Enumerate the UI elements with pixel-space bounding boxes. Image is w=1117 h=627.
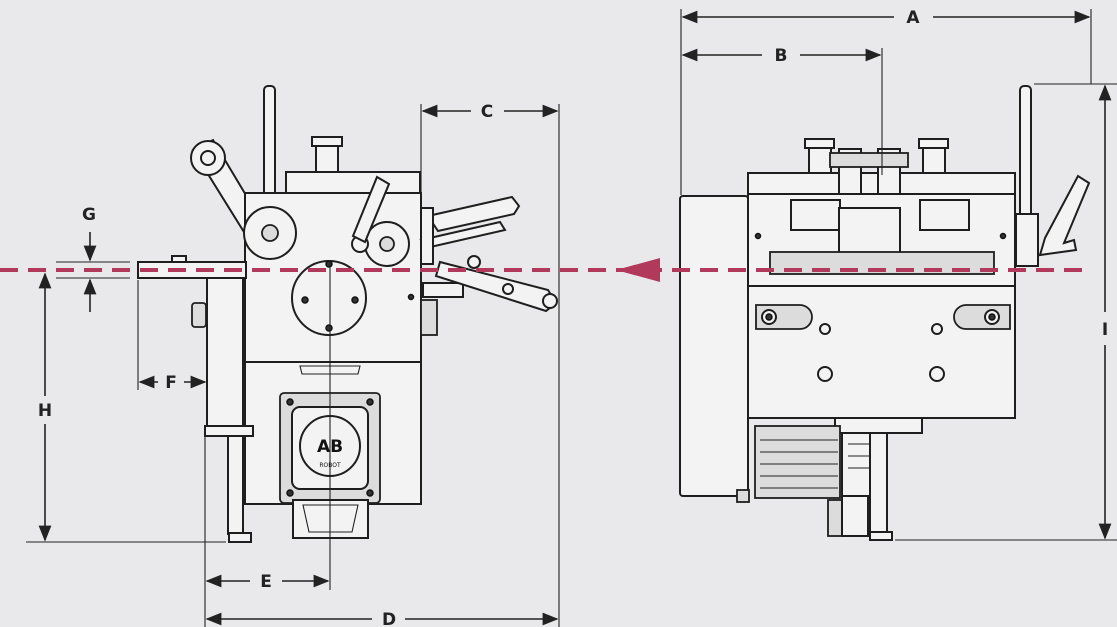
dimension-f: F bbox=[137, 280, 207, 393]
dimension-e: E bbox=[205, 260, 331, 592]
dimension-g: G bbox=[56, 205, 130, 312]
dimension-b-label: B bbox=[775, 46, 788, 66]
dimension-d-label: D bbox=[382, 610, 396, 627]
dimension-a-label: A bbox=[906, 8, 920, 28]
dimension-h-label: H bbox=[38, 401, 52, 421]
dimension-e-label: E bbox=[260, 572, 272, 592]
dimension-i-label: I bbox=[1102, 320, 1108, 340]
dimension-g-label: G bbox=[82, 205, 96, 225]
dimension-f-label: F bbox=[165, 373, 177, 393]
dimension-i: I bbox=[895, 83, 1117, 541]
feed-direction-arrow bbox=[616, 258, 660, 282]
dimension-c-label: C bbox=[481, 102, 493, 122]
dimension-c: C bbox=[420, 102, 559, 195]
dimension-b: B bbox=[681, 46, 883, 175]
side-view: AB ROBOT bbox=[137, 85, 558, 543]
front-view bbox=[679, 85, 1091, 541]
dimension-d: D bbox=[204, 104, 560, 627]
dimension-h: H bbox=[26, 272, 226, 543]
dimension-a: A bbox=[680, 8, 1092, 195]
